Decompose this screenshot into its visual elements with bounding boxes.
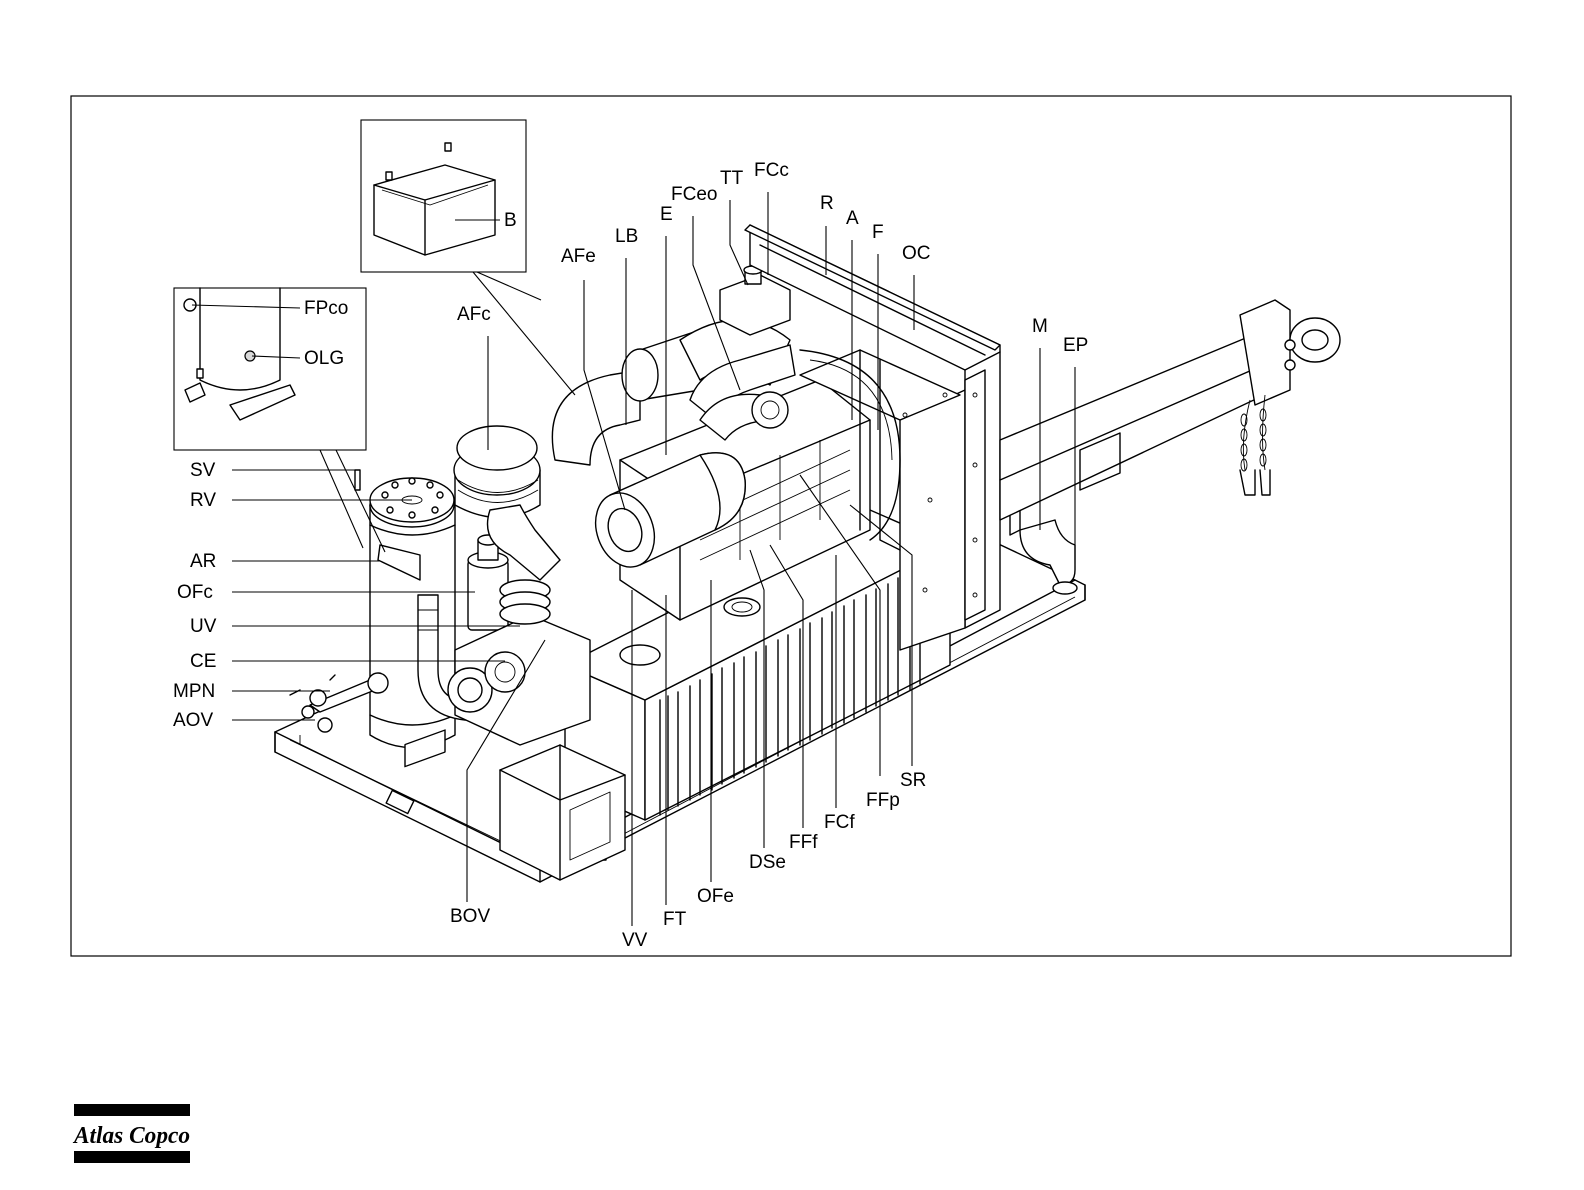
label-MPN: MPN	[173, 681, 215, 702]
label-TT: TT	[720, 168, 744, 189]
label-FPco: FPco	[304, 298, 348, 319]
label-OFe: OFe	[697, 886, 734, 907]
label-AOV: AOV	[173, 710, 213, 731]
label-AFe: AFe	[561, 246, 596, 267]
label-A: A	[846, 208, 859, 229]
label-CE: CE	[190, 651, 216, 672]
label-AFc: AFc	[457, 304, 491, 325]
label-EP: EP	[1063, 335, 1088, 356]
label-R: R	[820, 193, 834, 214]
label-OC: OC	[902, 243, 931, 264]
label-FT: FT	[663, 909, 687, 930]
label-FCf: FCf	[824, 812, 855, 833]
compressor-unit-drawing	[275, 225, 1340, 882]
label-OFc: OFc	[177, 582, 213, 603]
battery-detail-inset	[361, 120, 575, 395]
label-M: M	[1032, 316, 1048, 337]
label-FCeo: FCeo	[671, 184, 717, 205]
label-AR: AR	[190, 551, 216, 572]
label-FCc: FCc	[754, 160, 789, 181]
label-SV: SV	[190, 460, 216, 481]
label-OLG: OLG	[304, 348, 344, 369]
label-FFf: FFf	[789, 832, 818, 853]
label-F: F	[872, 222, 884, 243]
oil-level-detail-inset	[174, 288, 385, 552]
label-UV: UV	[190, 616, 217, 637]
label-BOV: BOV	[450, 906, 490, 927]
atlas-copco-logo: Atlas Copco	[72, 1104, 190, 1163]
logo-text: Atlas Copco	[72, 1123, 190, 1149]
label-RV: RV	[190, 490, 216, 511]
label-SR: SR	[900, 770, 926, 791]
label-VV: VV	[622, 930, 648, 951]
label-B: B	[504, 210, 517, 231]
label-DSe: DSe	[749, 852, 786, 873]
label-LB: LB	[615, 226, 638, 247]
label-E: E	[660, 204, 673, 225]
label-FFp: FFp	[866, 790, 900, 811]
